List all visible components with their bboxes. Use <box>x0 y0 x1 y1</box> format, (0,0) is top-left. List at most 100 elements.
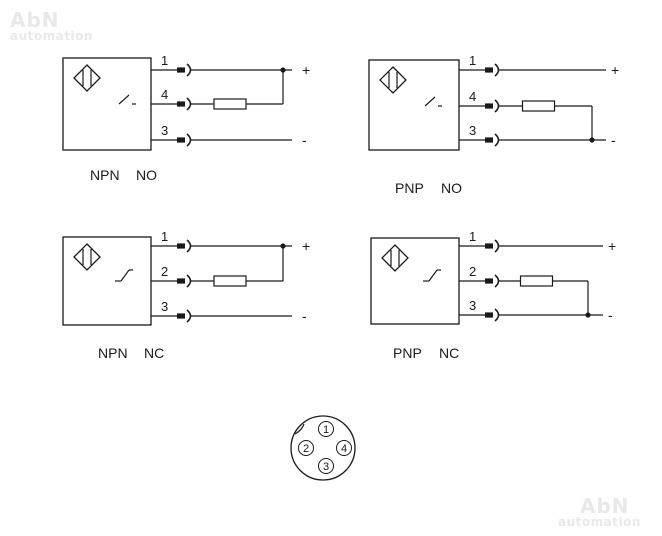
switch-no-icon <box>118 94 136 105</box>
switch-nc-icon <box>423 269 441 282</box>
connector-socket <box>494 99 500 113</box>
output-type-label: NPN <box>90 167 120 183</box>
pin-number-label: 1 <box>161 53 168 68</box>
proximity-sensor-icon <box>73 243 101 271</box>
output-type-label: PNP <box>393 345 422 361</box>
connector-plug <box>485 278 493 284</box>
connector-socket <box>186 97 192 111</box>
contact-type-label: NO <box>136 167 157 183</box>
rail-minus-label: - <box>302 132 307 148</box>
load-resistor <box>521 100 556 112</box>
pin-number-label: 4 <box>161 87 168 102</box>
load-resistor <box>519 275 554 287</box>
connector-pin-number: 2 <box>303 443 309 455</box>
connector-outline <box>290 415 356 481</box>
connector-pin <box>298 440 314 456</box>
contact-type-label: NC <box>144 345 164 361</box>
sensor-housing <box>62 236 152 326</box>
connector-socket <box>186 133 192 147</box>
junction-dot <box>280 67 286 73</box>
pin-number-label: 3 <box>469 123 476 138</box>
rail-plus-label: + <box>302 62 310 78</box>
rail-minus-label: - <box>608 307 613 323</box>
proximity-sensor-icon <box>381 244 409 272</box>
switch-blade <box>118 94 130 105</box>
connector-socket <box>186 274 192 288</box>
connector-plug <box>177 101 185 107</box>
switch-no-icon <box>424 96 442 107</box>
proximity-sensor-icon <box>379 66 407 94</box>
switch-blade <box>428 269 438 282</box>
sensor-diamond <box>73 64 101 92</box>
connector-face-icon: 1 2 34 <box>290 415 356 481</box>
watermark-brand: AbN <box>580 494 630 518</box>
sensor-housing <box>368 59 460 151</box>
rail-plus-label: + <box>611 62 619 78</box>
sensor-diamond <box>73 243 101 271</box>
connector-plug <box>485 137 493 143</box>
rail-plus-label: + <box>302 238 310 254</box>
connector-pin <box>336 440 352 456</box>
connector-plug <box>177 278 185 284</box>
switch-blade <box>120 269 130 282</box>
junction-dot <box>585 312 591 318</box>
circuit-npn-nc: 1 2 3 + - NPN NC <box>62 229 310 361</box>
pin-number-label: 1 <box>469 229 476 244</box>
output-type-label: PNP <box>395 180 424 196</box>
pin-number-label: 3 <box>469 298 476 313</box>
output-type-label: NPN <box>98 345 128 361</box>
switch-nc-icon <box>115 269 133 282</box>
sensor-diamond <box>379 66 407 94</box>
connector-socket <box>494 239 500 253</box>
connector-socket <box>186 239 192 253</box>
connector-key <box>294 423 305 435</box>
connector-socket <box>494 133 500 147</box>
rail-minus-label: - <box>611 132 616 148</box>
watermark-top-left: AbN automation <box>10 10 93 42</box>
connector-plug <box>177 243 185 249</box>
watermark-brand: AbN <box>10 8 60 32</box>
connector-plug <box>177 67 185 73</box>
connector-plug <box>177 137 185 143</box>
pin-number-label: 4 <box>469 89 476 104</box>
pin-number-label: 2 <box>161 264 168 279</box>
rail-minus-label: - <box>302 308 307 324</box>
contact-type-label: NC <box>439 345 459 361</box>
sensor-housing <box>62 57 152 151</box>
connector-pin-number: 1 <box>323 424 329 436</box>
watermark-sub: automation <box>558 515 641 529</box>
connector-plug <box>485 67 493 73</box>
sensor-diamond <box>381 244 409 272</box>
contact-type-label: NO <box>441 180 462 196</box>
connector-pin-number: 3 <box>323 461 329 473</box>
connector-socket <box>494 274 500 288</box>
connector-socket <box>186 309 192 323</box>
watermark-sub: automation <box>10 29 93 43</box>
connector-pin <box>318 421 334 437</box>
circuit-pnp-nc: 1 2 3 + - PNP NC <box>370 229 616 361</box>
switch-blade <box>424 96 436 107</box>
junction-dot <box>280 243 286 249</box>
rail-plus-label: + <box>608 238 616 254</box>
load-resistor <box>213 98 247 110</box>
pin-number-label: 2 <box>469 264 476 279</box>
watermark-bottom-right: AbN automation <box>558 496 641 528</box>
load-resistor <box>213 275 247 287</box>
pin-number-label: 3 <box>161 299 168 314</box>
connector-plug <box>485 243 493 249</box>
connector-plug <box>485 103 493 109</box>
proximity-sensor-icon <box>73 64 101 92</box>
connector-plug <box>177 313 185 319</box>
connector-pin <box>318 458 334 474</box>
connector-socket <box>494 308 500 322</box>
pin-number-label: 1 <box>161 229 168 244</box>
connector-socket <box>494 63 500 77</box>
junction-dot <box>589 137 595 143</box>
pin-number-label: 3 <box>161 123 168 138</box>
sensor-housing <box>370 237 460 325</box>
connector-plug <box>485 312 493 318</box>
connector-pin-number: 4 <box>341 443 347 455</box>
circuit-npn-no: 1 4 3 + - NPN NO <box>62 53 310 183</box>
